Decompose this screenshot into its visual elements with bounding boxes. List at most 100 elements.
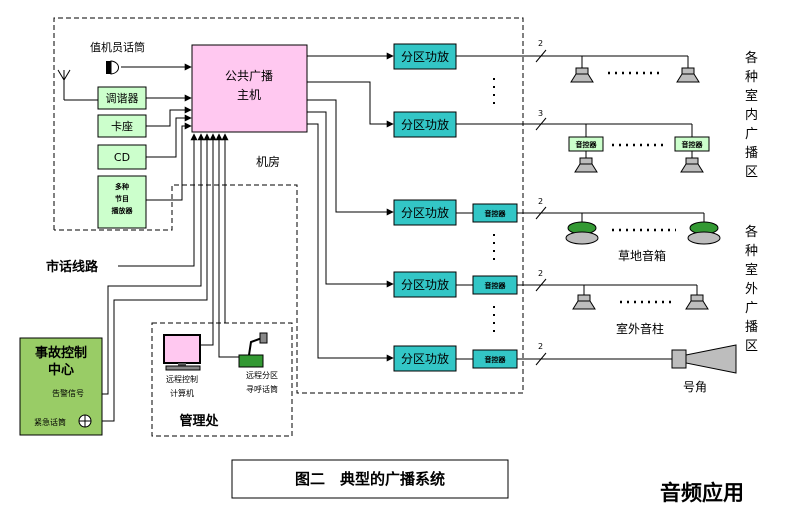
management-title: 管理处: [179, 413, 219, 429]
tick-4: [535, 278, 547, 292]
outdoor-char-0: 各: [745, 224, 758, 240]
host-amp2-wire: [307, 81, 394, 128]
cd-wire: [146, 114, 192, 158]
speaker-icon: [680, 157, 704, 173]
lawn-speaker-label: 草地音箱: [618, 248, 666, 263]
host-amp3-wire: [307, 99, 394, 216]
machine-room-boundary: [53, 17, 524, 394]
zone-amp-2: 分区功放: [393, 111, 457, 138]
brand-text: 音频应用: [660, 481, 744, 505]
indoor-zone-label: 各 种 室 内 广 播 区: [745, 50, 758, 180]
outdoor-char-4: 广: [745, 301, 758, 316]
phone-line-label: 市话线路: [46, 259, 99, 275]
column-speaker-label: 室外音柱: [616, 321, 664, 336]
paging-wire: [215, 133, 239, 358]
phone-line-wire: [118, 133, 198, 267]
zone2-vol-label-a: 音控器: [576, 140, 598, 149]
horn-label: 号角: [683, 380, 707, 394]
broadcast-host: [191, 44, 308, 133]
amp-label-4: 分区功放: [401, 277, 449, 292]
host-label-line2: 主机: [237, 88, 261, 102]
cd-box: [97, 144, 147, 170]
zone-amp-1: 分区功放: [393, 43, 457, 70]
tuner-label: 调谐器: [106, 91, 139, 105]
zone-amp-3: 分区功放: [393, 199, 457, 226]
tick-3: [535, 206, 547, 220]
indoor-char-0: 各: [745, 50, 758, 66]
outdoor-zone-label: 各 种 室 外 广 播 区: [745, 224, 758, 354]
wire-count-4: 2: [538, 269, 543, 278]
lawn-speaker-icon: [565, 221, 599, 245]
cd-label: CD: [114, 151, 130, 164]
computer-wire: [200, 133, 217, 346]
machine-room-label: 机房: [256, 154, 280, 169]
alarm-signal-label: 告警信号: [52, 388, 84, 398]
speaker-icon: [574, 157, 598, 173]
computer-icon: [163, 334, 201, 371]
zone-amp-4: 分区功放: [393, 271, 457, 298]
wire-count-3: 2: [538, 197, 543, 206]
emergency-mic-label: 紧急话筒: [34, 417, 66, 427]
controller-4: 音控器: [472, 275, 518, 295]
computer-label-1: 远程控制: [166, 374, 198, 384]
tick-1: [535, 49, 547, 63]
speaker-icon: [572, 294, 596, 310]
cassette-wire: [146, 106, 192, 127]
microphone-icon: [106, 60, 119, 75]
controller-label-5: 音控器: [485, 355, 507, 364]
host-label-line1: 公共广播: [225, 69, 273, 83]
outdoor-char-5: 播: [745, 320, 758, 335]
outdoor-char-6: 区: [745, 339, 758, 354]
caption-box: [231, 459, 509, 499]
controller-label-4: 音控器: [485, 281, 507, 290]
programmer-wire: [146, 122, 192, 201]
controller-label-3: 音控器: [485, 209, 507, 218]
zone-amp-5: 分区功放: [393, 345, 457, 372]
amp-label-3: 分区功放: [401, 205, 449, 220]
speaker-icon: [685, 294, 709, 310]
amp-label-1: 分区功放: [401, 49, 449, 64]
host-amp4-wire: [307, 111, 394, 288]
speaker-icon: [676, 67, 700, 83]
indoor-char-5: 播: [745, 146, 758, 161]
programmer-label-3: 播放器: [112, 206, 134, 215]
amp-label-2: 分区功放: [401, 117, 449, 132]
indoor-char-1: 种: [745, 70, 758, 85]
paging-mic-icon: [238, 332, 268, 368]
antenna-icon: [57, 69, 71, 100]
amp-label-5: 分区功放: [401, 351, 449, 366]
programmer-label-2: 节目: [115, 194, 129, 203]
tick-2: [535, 117, 547, 131]
caption-text: 图二 典型的广播系统: [295, 470, 445, 488]
outdoor-char-2: 室: [745, 262, 758, 278]
indoor-char-3: 内: [745, 107, 758, 123]
horn-icon: [671, 344, 737, 374]
computer-label-2: 计算机: [170, 388, 194, 398]
zone2-vol-label-b: 音控器: [682, 140, 704, 149]
management-boundary: [151, 322, 293, 437]
host-amp5-wire: [307, 123, 394, 362]
indoor-char-4: 广: [745, 127, 758, 142]
emergency-title-2: 中心: [48, 362, 74, 378]
wire-count-2: 3: [538, 109, 543, 118]
outdoor-char-3: 外: [745, 282, 758, 297]
controller-3: 音控器: [472, 203, 518, 223]
programmer-label-1: 多种: [115, 182, 129, 191]
indoor-char-6: 区: [745, 165, 758, 180]
tick-5: [535, 352, 547, 366]
speaker-icon: [570, 67, 594, 83]
alarm-wire: [102, 133, 205, 395]
paging-label-1: 远程分区: [246, 371, 278, 380]
lawn-speaker-icon: [687, 221, 721, 245]
emergency-title-1: 事故控制: [35, 345, 87, 361]
indoor-char-2: 室: [745, 88, 758, 104]
controller-5: 音控器: [472, 349, 518, 369]
mic-label: 值机员话筒: [90, 40, 145, 54]
outdoor-char-1: 种: [745, 244, 758, 259]
phone-icon: [78, 414, 92, 428]
wire-count-5: 2: [538, 342, 543, 351]
paging-label-2: 寻呼话筒: [246, 384, 278, 394]
cassette-label: 卡座: [111, 119, 133, 133]
emergency-mic-wire: [102, 133, 211, 422]
